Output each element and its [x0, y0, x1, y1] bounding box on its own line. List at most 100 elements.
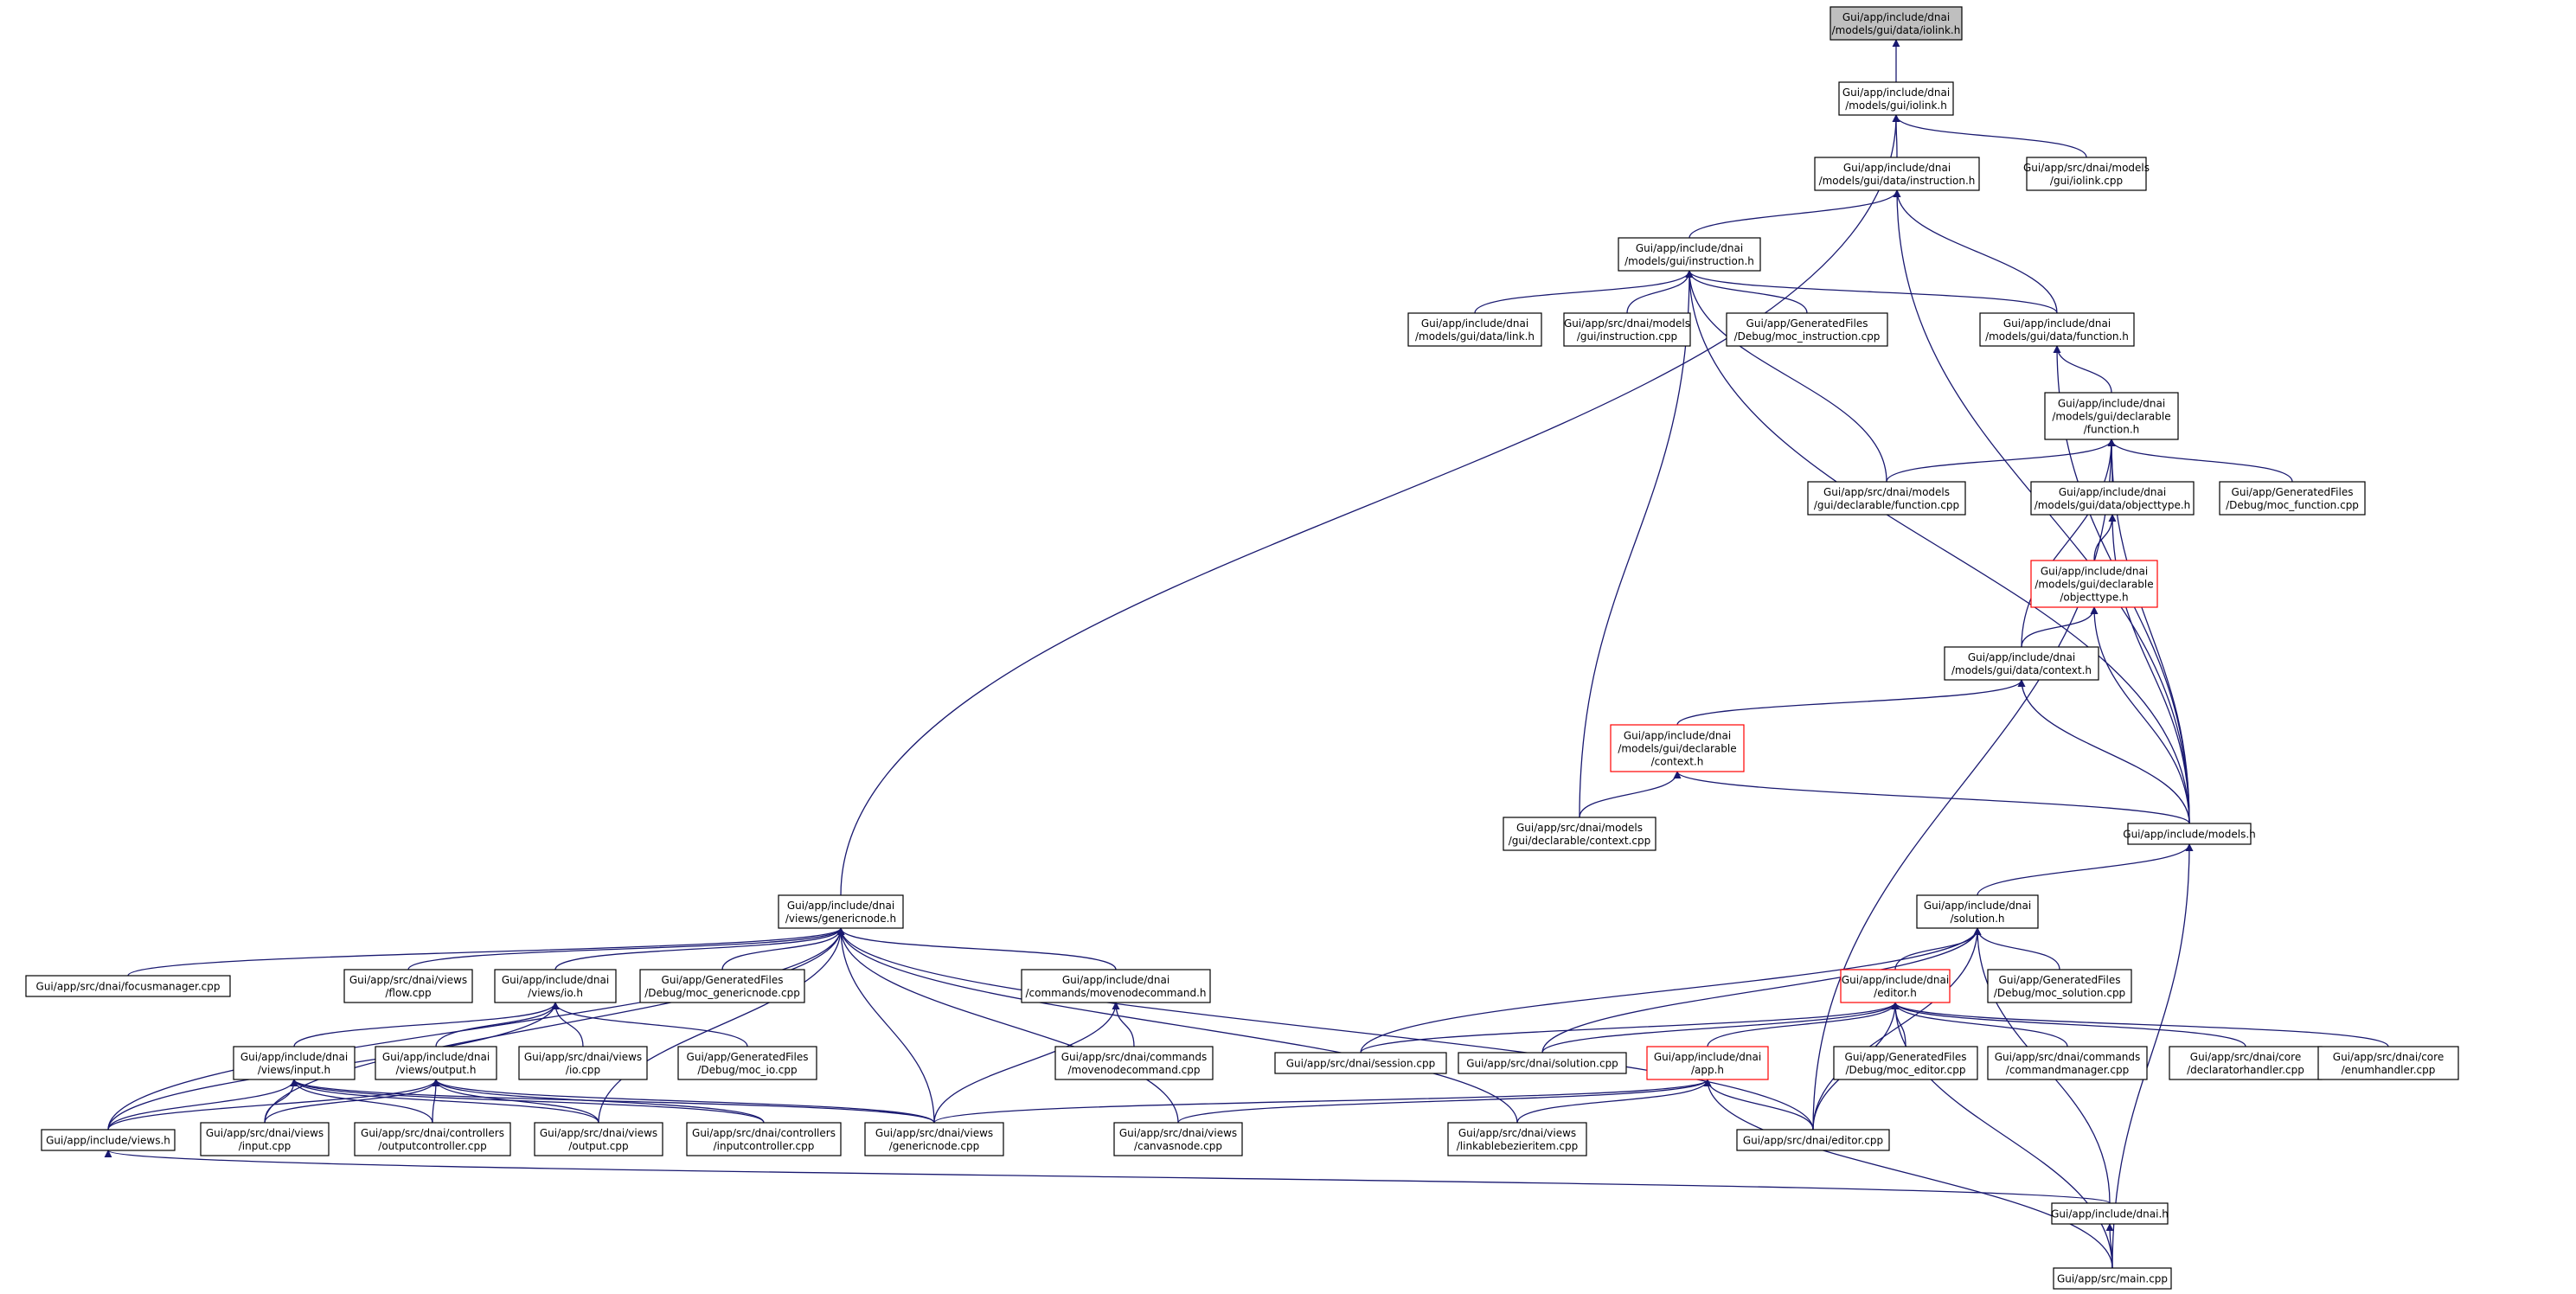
edge-iolink_cpp-to-iolink_h — [1892, 114, 2087, 158]
edge-decl_context_cpp-to-decl_context_h — [1579, 771, 1682, 818]
node-moc-genericnode[interactable]: Gui/app/GeneratedFiles/Debug/moc_generic… — [639, 969, 805, 1003]
node-label-line: Gui/app/include/dnai — [1842, 974, 1949, 986]
node-label-line: Gui/app/src/dnai/views — [206, 1127, 324, 1139]
node-link-data-h[interactable]: Gui/app/include/dnai/models/gui/data/lin… — [1407, 312, 1542, 347]
node-commandmanager-cpp[interactable]: Gui/app/src/dnai/commands/commandmanager… — [1987, 1046, 2148, 1080]
edge-output_cpp-to-input_h — [290, 1079, 599, 1124]
node-input-h[interactable]: Gui/app/include/dnai/views/input.h — [233, 1046, 356, 1080]
node-instruction-data-h[interactable]: Gui/app/include/dnai/models/gui/data/ins… — [1814, 157, 1980, 191]
node-decl-context-h[interactable]: Gui/app/include/dnai/models/gui/declarab… — [1610, 724, 1745, 772]
node-function-data-h[interactable]: Gui/app/include/dnai/models/gui/data/fun… — [1979, 312, 2135, 347]
node-box — [2317, 1046, 2459, 1080]
node-editor-h[interactable]: Gui/app/include/dnai/editor.h — [1840, 969, 1951, 1003]
node-label-line: /Debug/moc_solution.cpp — [1994, 987, 2125, 999]
edge-movenodecommand_cpp-to-movenodecommand_h — [1112, 1002, 1135, 1047]
edge-solution_h-to-models_h — [1977, 843, 2194, 896]
node-label-line: Gui/app/src/dnai/commands — [1995, 1051, 2141, 1063]
node-box — [1840, 969, 1951, 1003]
node-label-line: Gui/app/include/dnai — [1421, 317, 1528, 330]
node-movenodecommand-h[interactable]: Gui/app/include/dnai/commands/movenodeco… — [1021, 969, 1211, 1003]
node-label-line: /views/output.h — [396, 1064, 477, 1076]
edge-canvasnode_cpp-to-genericnode_h — [836, 927, 1179, 1124]
node-label-line: /solution.h — [1951, 913, 2005, 925]
node-label-line: /flow.cpp — [385, 987, 431, 999]
node-label-line: /output.cpp — [568, 1140, 628, 1152]
node-iolink-cpp[interactable]: Gui/app/src/dnai/models/gui/iolink.cpp — [2023, 157, 2150, 191]
node-box — [25, 975, 231, 997]
edge-output_h-to-io_h — [435, 1002, 560, 1047]
node-focusmanager-cpp[interactable]: Gui/app/src/dnai/focusmanager.cpp — [25, 975, 231, 997]
node-canvasnode-cpp[interactable]: Gui/app/src/dnai/views/canvasnode.cpp — [1113, 1122, 1243, 1156]
node-moc-editor[interactable]: Gui/app/GeneratedFiles/Debug/moc_editor.… — [1833, 1046, 1978, 1080]
node-label-line: /gui/declarable/function.cpp — [1814, 499, 1959, 511]
node-box — [1838, 81, 1954, 116]
edge-solution_cpp-to-solution_h — [1541, 927, 1982, 1054]
node-box — [233, 1046, 356, 1080]
node-dnai-h[interactable]: Gui/app/include/dnai.h — [2051, 1202, 2169, 1225]
node-box — [1054, 1046, 1214, 1080]
node-output-h[interactable]: Gui/app/include/dnai/views/output.h — [375, 1046, 497, 1080]
node-main-cpp[interactable]: Gui/app/src/main.cpp — [2053, 1267, 2172, 1290]
node-label-line: Gui/app/include/models.h — [2123, 829, 2255, 841]
edge-models_h-to-instruction_h — [1685, 270, 2190, 824]
node-box — [1987, 1046, 2148, 1080]
node-views-h[interactable]: Gui/app/include/views.h — [41, 1129, 176, 1151]
node-linkablebezier-cpp[interactable]: Gui/app/src/dnai/views/linkablebezierite… — [1447, 1122, 1587, 1156]
node-label-line: /inputcontroller.cpp — [714, 1140, 815, 1152]
node-solution-cpp[interactable]: Gui/app/src/dnai/solution.cpp — [1458, 1052, 1627, 1074]
node-box — [1458, 1052, 1627, 1074]
node-objecttype-data-h[interactable]: Gui/app/include/dnai/models/gui/data/obj… — [2030, 481, 2195, 516]
node-models-h[interactable]: Gui/app/include/models.h — [2123, 823, 2256, 845]
node-label-line: Gui/app/GeneratedFiles — [662, 974, 784, 986]
node-label-line: Gui/app/include/dnai — [2058, 398, 2165, 410]
edge-input_cpp-to-genericnode_h — [264, 927, 845, 1124]
node-instruction-cpp[interactable]: Gui/app/src/dnai/models/gui/instruction.… — [1563, 312, 1691, 347]
node-label-line: /genericnode.cpp — [889, 1140, 980, 1152]
edge-main_cpp-to-dnai_h — [2105, 1223, 2114, 1269]
node-genericnode-cpp[interactable]: Gui/app/src/dnai/views/genericnode.cpp — [864, 1122, 1004, 1156]
node-label-line: Gui/app/src/dnai/models — [1823, 486, 1950, 498]
node-movenodecommand-cpp[interactable]: Gui/app/src/dnai/commands/movenodecomman… — [1054, 1046, 1214, 1080]
node-moc-instruction[interactable]: Gui/app/GeneratedFiles/Debug/moc_instruc… — [1726, 312, 1888, 347]
node-label-line: /declaratorhandler.cpp — [2187, 1064, 2304, 1076]
node-output-cpp[interactable]: Gui/app/src/dnai/views/output.cpp — [534, 1122, 663, 1156]
node-moc-solution[interactable]: Gui/app/GeneratedFiles/Debug/moc_solutio… — [1987, 969, 2132, 1003]
node-moc-io[interactable]: Gui/app/GeneratedFiles/Debug/moc_io.cpp — [677, 1046, 817, 1080]
node-genericnode-h[interactable]: Gui/app/include/dnai/views/genericnode.h — [778, 894, 904, 929]
node-label-line: Gui/app/include/views.h — [46, 1135, 170, 1147]
node-decl-objecttype-h[interactable]: Gui/app/include/dnai/models/gui/declarab… — [2030, 560, 2158, 608]
node-label-line: /enumhandler.cpp — [2342, 1064, 2436, 1076]
node-label-line: /outputcontroller.cpp — [378, 1140, 486, 1152]
edge-context_data_h-to-decl_function_h — [2021, 439, 2116, 648]
node-box — [200, 1122, 330, 1156]
node-session-cpp[interactable]: Gui/app/src/dnai/session.cpp — [1274, 1052, 1447, 1074]
node-label-line: Gui/app/src/main.cpp — [2057, 1273, 2168, 1285]
node-label-line: /canvasnode.cpp — [1134, 1140, 1222, 1152]
node-moc-function[interactable]: Gui/app/GeneratedFiles/Debug/moc_functio… — [2219, 481, 2366, 516]
node-inputcontroller-cpp[interactable]: Gui/app/src/dnai/controllers/inputcontro… — [686, 1122, 842, 1156]
node-solution-h[interactable]: Gui/app/include/dnai/solution.h — [1916, 894, 2039, 929]
node-box — [686, 1122, 842, 1156]
node-enumhandler-cpp[interactable]: Gui/app/src/dnai/core/enumhandler.cpp — [2317, 1046, 2459, 1080]
node-declaratorhandler-cpp[interactable]: Gui/app/src/dnai/core/declaratorhandler.… — [2169, 1046, 2323, 1080]
node-label-line: /models/gui/declarable — [1618, 743, 1736, 755]
node-decl-function-cpp[interactable]: Gui/app/src/dnai/models/gui/declarable/f… — [1807, 481, 1966, 516]
node-outputcontroller-cpp[interactable]: Gui/app/src/dnai/controllers/outputcontr… — [354, 1122, 511, 1156]
node-flow-cpp[interactable]: Gui/app/src/dnai/views/flow.cpp — [343, 969, 473, 1003]
node-decl-function-h[interactable]: Gui/app/include/dnai/models/gui/declarab… — [2044, 392, 2179, 440]
node-context-data-h[interactable]: Gui/app/include/dnai/models/gui/data/con… — [1944, 646, 2099, 681]
edge-dnai_h-to-views_h — [105, 1150, 2111, 1204]
node-iolink-data-h[interactable]: Gui/app/include/dnai/models/gui/data/iol… — [1829, 6, 1963, 41]
node-io-cpp[interactable]: Gui/app/src/dnai/views/io.cpp — [518, 1046, 648, 1080]
edge-genericnode_cpp-to-movenodecommand_h — [933, 1002, 1120, 1124]
node-decl-context-cpp[interactable]: Gui/app/src/dnai/models/gui/declarable/c… — [1503, 817, 1656, 851]
node-instruction-h[interactable]: Gui/app/include/dnai/models/gui/instruct… — [1618, 237, 1761, 272]
node-app-h[interactable]: Gui/app/include/dnai/app.h — [1646, 1046, 1769, 1080]
node-box — [375, 1046, 497, 1080]
node-editor-cpp[interactable]: Gui/app/src/dnai/editor.cpp — [1736, 1129, 1890, 1151]
node-iolink-h[interactable]: Gui/app/include/dnai/models/gui/iolink.h — [1838, 81, 1954, 116]
node-input-cpp[interactable]: Gui/app/src/dnai/views/input.cpp — [200, 1122, 330, 1156]
node-io-h[interactable]: Gui/app/include/dnai/views/io.h — [494, 969, 617, 1003]
node-box — [1829, 6, 1963, 41]
